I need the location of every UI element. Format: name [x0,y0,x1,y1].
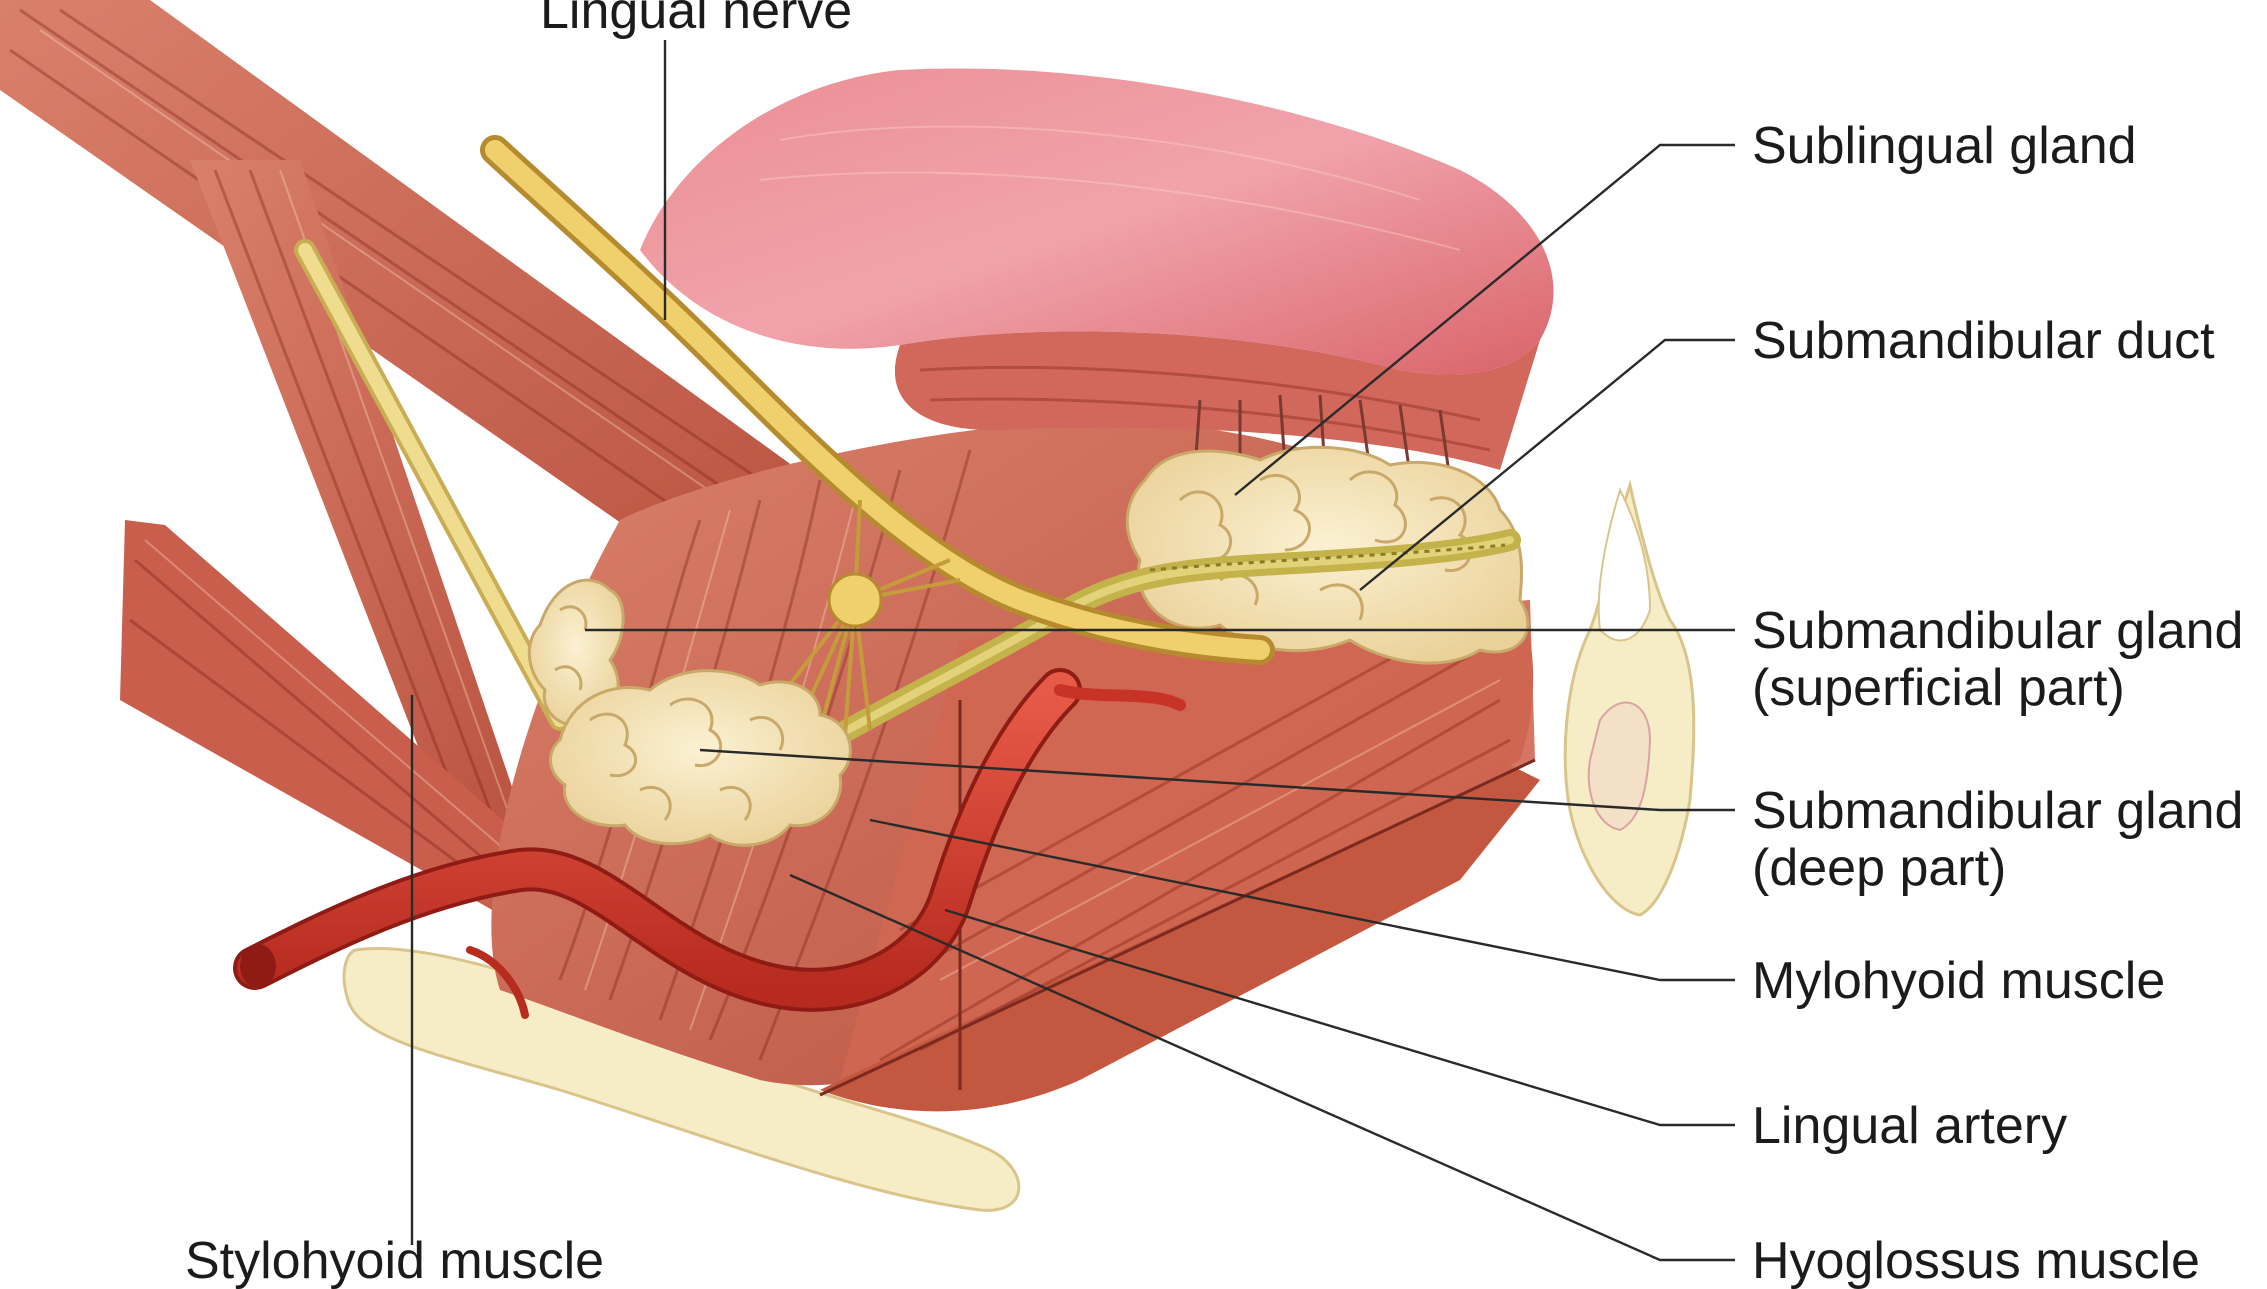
label-lingual-nerve: Lingual nerve [540,0,852,40]
label-mylohyoid-muscle: Mylohyoid muscle [1752,952,2165,1010]
label-stylohyoid-muscle: Stylohyoid muscle [185,1232,604,1289]
label-sublingual-gland: Sublingual gland [1752,117,2137,175]
label-submandibular-duct: Submandibular duct [1752,312,2215,370]
label-lingual-artery: Lingual artery [1752,1097,2067,1155]
label-submandibular-gland-deep-part: (deep part) [1752,839,2006,897]
submandibular-gland-deep [550,671,850,846]
tooth [1565,485,1694,915]
label-submandibular-gland-deep: Submandibular gland [1752,782,2243,840]
label-hyoglossus-muscle: Hyoglossus muscle [1752,1232,2200,1289]
label-submandibular-gland-superficial-part: (superficial part) [1752,659,2125,717]
label-submandibular-gland-superficial: Submandibular gland [1752,602,2243,660]
